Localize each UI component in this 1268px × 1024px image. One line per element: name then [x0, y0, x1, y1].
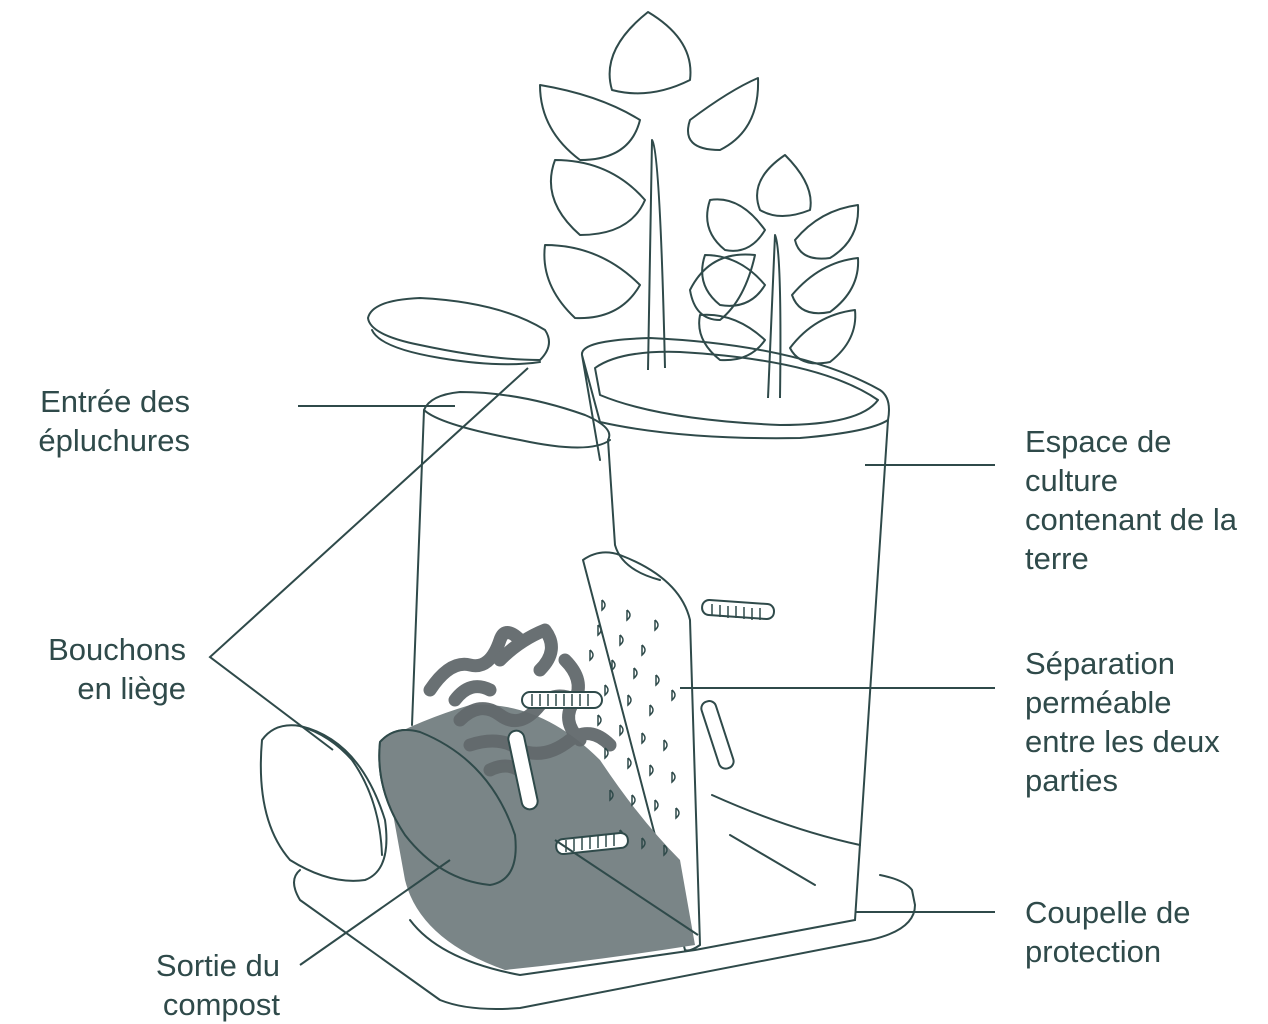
- label-bouchons-liege: Bouchons en liège: [48, 630, 186, 708]
- label-line: contenant de la: [1025, 500, 1237, 539]
- label-line: terre: [1025, 539, 1237, 578]
- label-coupelle-protection: Coupelle de protection: [1025, 893, 1190, 971]
- plant-stem-left: [648, 140, 665, 370]
- label-line: en liège: [48, 669, 186, 708]
- label-line: Coupelle de: [1025, 893, 1190, 932]
- label-entree-epluchures: Entrée des épluchures: [38, 382, 190, 460]
- label-line: perméable: [1025, 683, 1220, 722]
- label-separation-permeable: Séparation perméable entre les deux part…: [1025, 644, 1220, 800]
- leaf: [690, 254, 755, 320]
- worm: [522, 692, 602, 708]
- plant: [540, 12, 858, 398]
- leaf: [551, 160, 645, 235]
- label-line: Entrée des: [38, 382, 190, 421]
- label-line: Bouchons: [48, 630, 186, 669]
- label-line: Séparation: [1025, 644, 1220, 683]
- leaf: [544, 245, 640, 318]
- label-line: compost: [156, 985, 280, 1024]
- leaf: [757, 155, 811, 216]
- label-line: culture: [1025, 461, 1237, 500]
- leaf: [707, 199, 765, 250]
- label-line: entre les deux: [1025, 722, 1220, 761]
- label-line: protection: [1025, 932, 1190, 971]
- label-sortie-compost: Sortie du compost: [156, 946, 280, 1024]
- cork-lid-top: [368, 298, 549, 360]
- label-line: Espace de: [1025, 422, 1237, 461]
- label-line: parties: [1025, 761, 1220, 800]
- base-inner-line: [730, 835, 815, 885]
- leaf: [610, 12, 691, 93]
- leaf: [540, 85, 640, 160]
- label-line: épluchures: [38, 421, 190, 460]
- label-line: Sortie du: [156, 946, 280, 985]
- leaf: [792, 258, 858, 313]
- leaf: [688, 78, 758, 150]
- leaf: [790, 310, 855, 363]
- worm: [700, 699, 736, 770]
- label-espace-culture: Espace de culture contenant de la terre: [1025, 422, 1237, 578]
- soil-top: [595, 352, 878, 425]
- plant-stem-right: [768, 235, 780, 398]
- leaf: [702, 255, 765, 306]
- compost-chamber-top: [424, 410, 610, 448]
- cork-lid-side: [261, 725, 387, 881]
